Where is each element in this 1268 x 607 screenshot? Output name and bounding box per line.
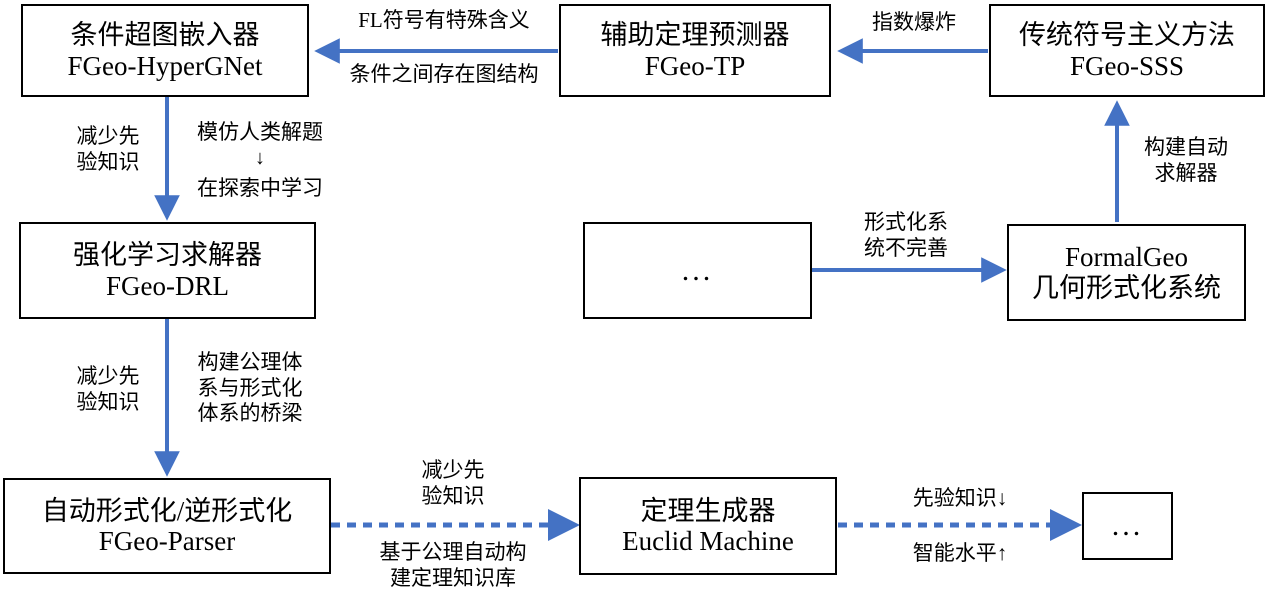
- node-euclid-machine-line2: Euclid Machine: [622, 526, 794, 556]
- edge-label-euclid-to-end-bottom: 智能水平↑: [890, 541, 1030, 567]
- node-formalgeo-line2: 几何形式化系统: [1032, 272, 1221, 303]
- edge-label-hypergnet-to-drl-downarrow: ↓: [184, 146, 336, 170]
- edge-label-sss-to-tp: 指数爆炸: [849, 10, 979, 36]
- edge-label-parser-to-euclid-bottom: 基于公理自动构 建定理知识库: [370, 540, 536, 591]
- edge-label-drl-to-parser-left: 减少先 验知识: [62, 364, 154, 415]
- node-fgeo-tp[interactable]: 辅助定理预测器 FGeo-TP: [559, 4, 831, 97]
- edge-label-euclid-to-end-top-line1: 先验知识↓: [912, 486, 1008, 510]
- edge-label-parser-to-euclid-top-line1: 减少先: [421, 458, 485, 482]
- node-fgeo-drl-line1: 强化学习求解器: [73, 240, 262, 271]
- edge-label-sss-to-tp-line1: 指数爆炸: [872, 10, 956, 34]
- edge-label-drl-to-parser-left-line1: 减少先: [76, 364, 140, 388]
- node-ellipsis-middle[interactable]: ...: [583, 222, 812, 319]
- edge-label-tp-to-hypergnet-bottom: 条件之间存在图结构: [330, 62, 558, 88]
- edge-label-parser-to-euclid-top-line2: 验知识: [421, 483, 485, 508]
- node-fgeo-tp-line2: FGeo-TP: [644, 50, 746, 81]
- node-fgeo-sss-line1: 传统符号主义方法: [1019, 20, 1235, 51]
- node-formalgeo[interactable]: FormalGeo 几何形式化系统: [1007, 224, 1246, 321]
- edge-label-hypergnet-to-drl-left-line1: 减少先: [76, 124, 140, 148]
- node-euclid-machine-line1: 定理生成器: [640, 495, 776, 526]
- edge-label-parser-to-euclid-top: 减少先 验知识: [398, 458, 508, 509]
- node-ellipsis-middle-label: ...: [681, 253, 714, 287]
- node-formalgeo-line1: FormalGeo: [1065, 242, 1188, 273]
- node-euclid-machine[interactable]: 定理生成器 Euclid Machine: [579, 477, 837, 575]
- node-fgeo-tp-line1: 辅助定理预测器: [600, 20, 790, 51]
- edge-label-hypergnet-to-drl-right-top-line1: 模仿人类解题: [197, 120, 323, 144]
- edge-label-tp-to-hypergnet-top: FL符号有特殊含义: [334, 8, 554, 34]
- edge-label-euclid-to-end-top: 先验知识↓: [890, 486, 1030, 512]
- edge-label-drl-to-parser-right-line1: 构建公理体: [197, 350, 303, 374]
- edge-label-formalgeo-to-sss-line2: 求解器: [1154, 160, 1218, 185]
- edge-label-formalgeo-to-sss-line1: 构建自动: [1144, 135, 1228, 159]
- edge-label-mid-to-formalgeo: 形式化系 统不完善: [845, 210, 967, 261]
- edge-label-hypergnet-to-drl-left-line2: 验知识: [76, 149, 140, 174]
- edge-label-drl-to-parser-left-line2: 验知识: [76, 389, 140, 414]
- node-ellipsis-end[interactable]: ...: [1082, 492, 1173, 560]
- node-fgeo-parser-line2: FGeo-Parser: [98, 526, 236, 556]
- edge-label-drl-to-parser-right-line2: 系与形式化: [197, 375, 303, 400]
- edge-label-mid-to-formalgeo-line2: 统不完善: [864, 235, 948, 260]
- edge-label-parser-to-euclid-bottom-line1: 基于公理自动构: [379, 540, 527, 564]
- edge-label-formalgeo-to-sss: 构建自动 求解器: [1131, 135, 1241, 186]
- edge-label-drl-to-parser-right: 构建公理体 系与形式化 体系的桥梁: [183, 350, 317, 427]
- node-fgeo-parser-line1: 自动形式化/逆形式化: [41, 495, 293, 526]
- edge-label-hypergnet-to-drl-left: 减少先 验知识: [62, 124, 154, 175]
- node-fgeo-drl[interactable]: 强化学习求解器 FGeo-DRL: [19, 222, 316, 319]
- down-arrow-icon: ↓: [255, 147, 265, 169]
- edge-label-euclid-to-end-bottom-line1: 智能水平↑: [912, 541, 1008, 565]
- node-fgeo-parser[interactable]: 自动形式化/逆形式化 FGeo-Parser: [3, 478, 331, 574]
- node-fgeo-sss-line2: FGeo-SSS: [1069, 50, 1185, 81]
- edge-label-drl-to-parser-right-line3: 体系的桥梁: [197, 401, 303, 426]
- edge-label-mid-to-formalgeo-line1: 形式化系: [864, 210, 948, 234]
- edge-label-tp-to-hypergnet-top-line1: FL符号有特殊含义: [358, 8, 530, 32]
- edge-label-hypergnet-to-drl-right-bottom: 在探索中学习: [184, 176, 336, 202]
- node-hypergnet[interactable]: 条件超图嵌入器 FGeo-HyperGNet: [21, 4, 309, 97]
- node-fgeo-drl-line2: FGeo-DRL: [106, 270, 229, 301]
- edge-label-hypergnet-to-drl-right-bottom-line1: 在探索中学习: [197, 176, 323, 200]
- node-hypergnet-line2: FGeo-HyperGNet: [67, 50, 263, 81]
- edge-label-parser-to-euclid-bottom-line2: 建定理知识库: [390, 565, 516, 590]
- node-ellipsis-end-label: ...: [1111, 509, 1144, 543]
- edge-label-hypergnet-to-drl-right-top: 模仿人类解题: [184, 120, 336, 146]
- node-hypergnet-line1: 条件超图嵌入器: [70, 20, 260, 51]
- edge-label-tp-to-hypergnet-bottom-line1: 条件之间存在图结构: [349, 62, 539, 86]
- node-fgeo-sss[interactable]: 传统符号主义方法 FGeo-SSS: [989, 4, 1265, 97]
